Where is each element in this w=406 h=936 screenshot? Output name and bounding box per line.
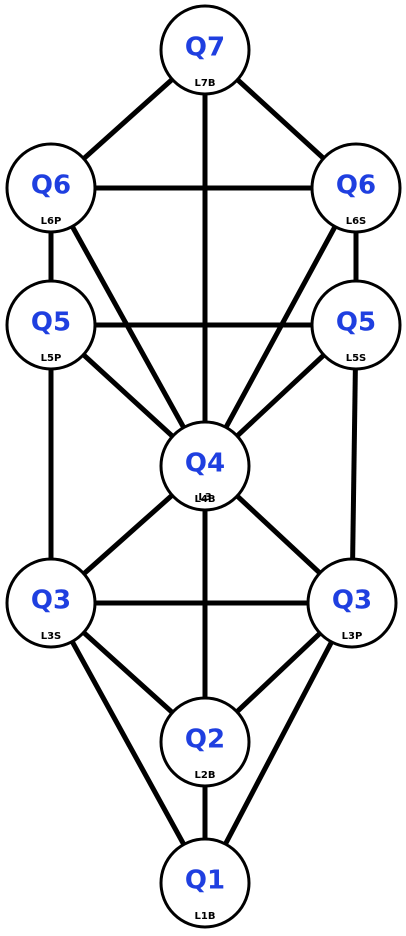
node-circle — [5, 279, 97, 371]
node-overlap-label: L3 — [198, 492, 211, 503]
node-layer: Q7L7BQ6L6PQ6L6SQ5L5PQ5L5SQ4L3L4BQ3L3SQ3L… — [5, 4, 402, 929]
node-label: L6P — [41, 216, 62, 227]
node-label: L4B — [195, 494, 216, 505]
node-title: Q3 — [332, 586, 372, 616]
node-circle — [159, 696, 251, 788]
node-title: Q3 — [31, 586, 71, 616]
node-label: L5P — [41, 353, 62, 364]
node-title: Q6 — [336, 171, 376, 201]
node-circle — [5, 557, 97, 649]
node-title: Q6 — [31, 171, 71, 201]
node-circle — [306, 557, 398, 649]
edge-q3p-q1 — [202, 601, 355, 885]
node-label: L2B — [195, 770, 216, 781]
node-title: Q2 — [185, 725, 225, 755]
node-label: L1B — [195, 911, 216, 922]
node-circle — [159, 837, 251, 929]
node-title: Q4 — [185, 449, 225, 479]
node-label: L7B — [195, 78, 216, 89]
node-title: Q1 — [185, 866, 225, 896]
node-label: L6S — [346, 216, 367, 227]
edge-q5s-q3p — [349, 324, 359, 604]
node-circle — [310, 279, 402, 371]
node-circle — [5, 142, 97, 234]
node-circle — [310, 142, 402, 234]
node-label: L3S — [41, 631, 62, 642]
node-title: Q5 — [31, 308, 71, 338]
node-label: L5S — [346, 353, 367, 364]
node-circle — [159, 4, 251, 96]
node-title: Q5 — [336, 308, 376, 338]
node-label: L3P — [342, 631, 363, 642]
node-circle — [159, 420, 251, 512]
node-title: Q7 — [185, 33, 225, 63]
edge-q3s-q1 — [48, 601, 208, 885]
